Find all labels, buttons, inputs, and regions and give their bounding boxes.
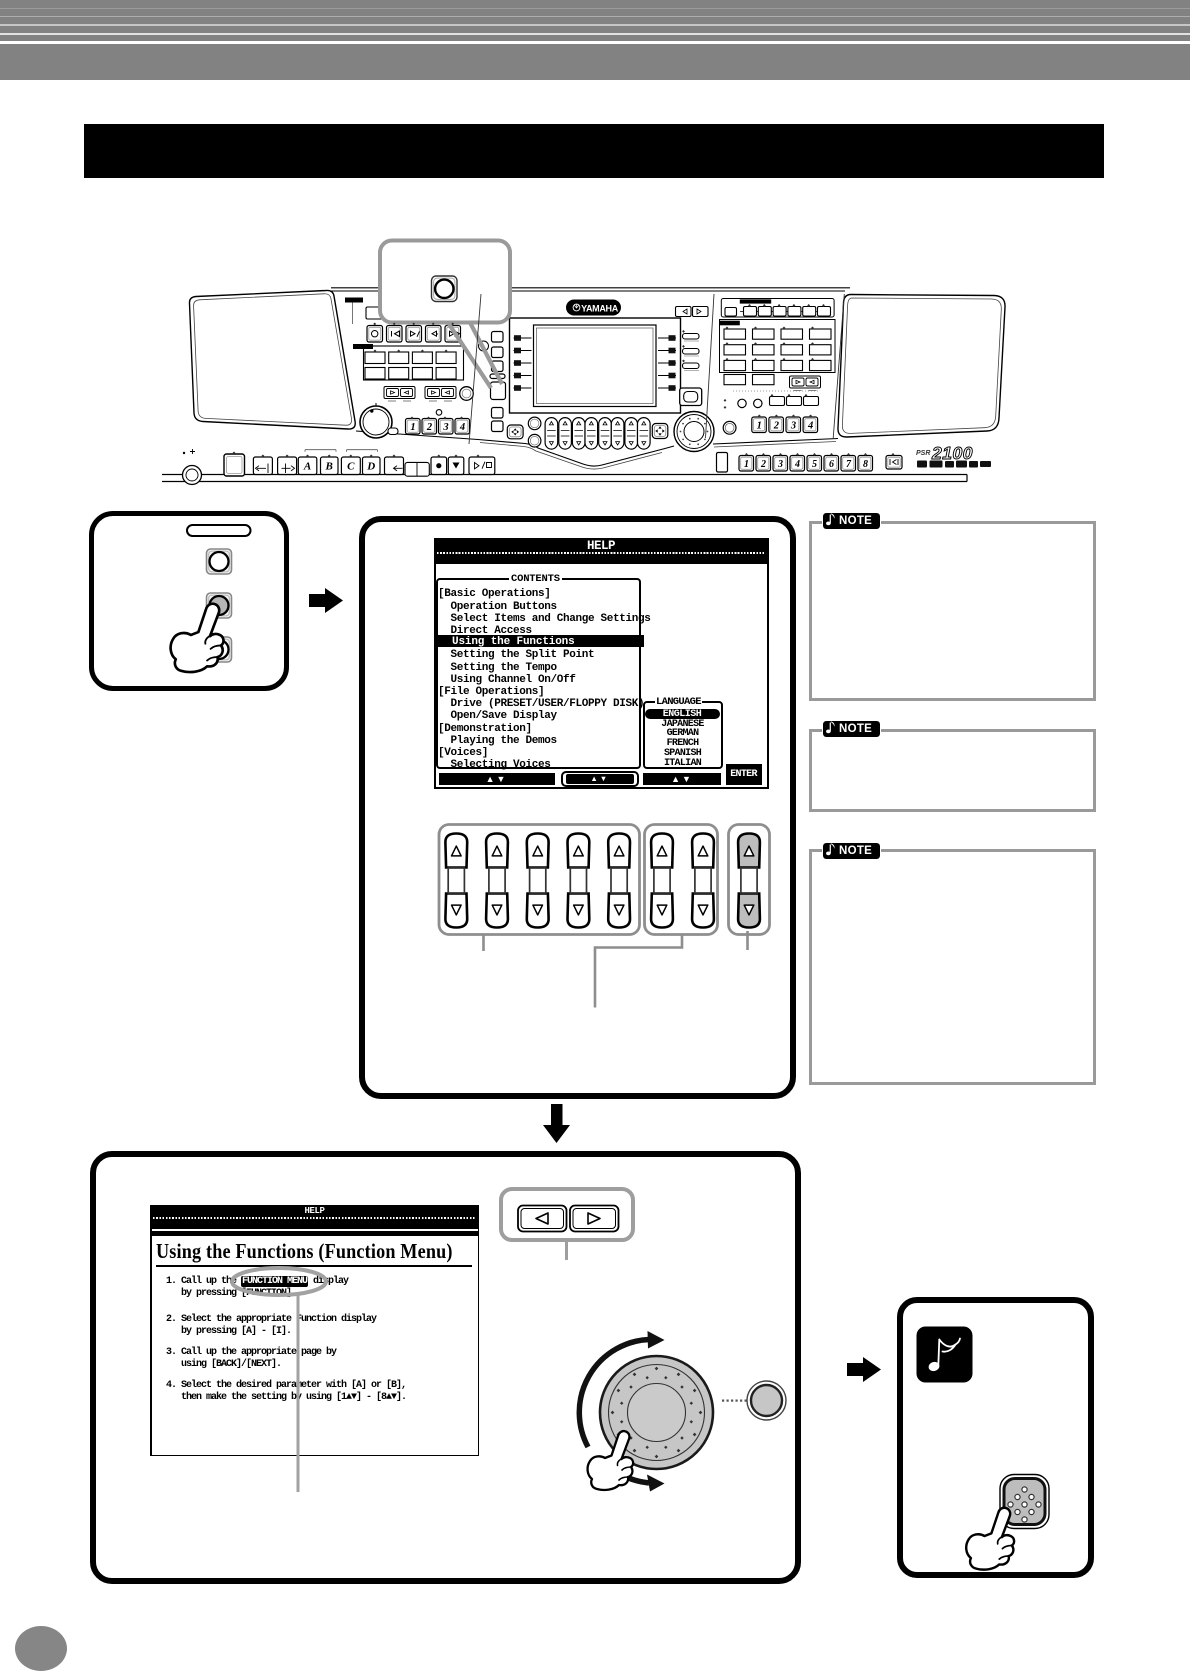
svg-text:7: 7 bbox=[846, 459, 852, 470]
svg-text:1: 1 bbox=[757, 421, 762, 432]
svg-text:YAMAHA: YAMAHA bbox=[581, 304, 619, 314]
svg-text:2: 2 bbox=[426, 422, 433, 433]
svg-text:3: 3 bbox=[777, 459, 783, 470]
svg-text:2: 2 bbox=[760, 459, 766, 470]
svg-text:8: 8 bbox=[863, 459, 868, 470]
svg-text:5: 5 bbox=[812, 459, 817, 470]
svg-text:C: C bbox=[347, 461, 355, 473]
svg-text:1: 1 bbox=[410, 422, 415, 433]
svg-text:6: 6 bbox=[829, 459, 834, 470]
svg-text:3: 3 bbox=[790, 421, 796, 432]
svg-text:4: 4 bbox=[807, 421, 813, 432]
svg-text:D: D bbox=[366, 461, 375, 473]
svg-text:A: A bbox=[303, 461, 311, 473]
svg-text:4: 4 bbox=[794, 459, 800, 470]
svg-text:PSR: PSR bbox=[916, 450, 930, 457]
svg-text:4: 4 bbox=[459, 422, 465, 433]
svg-text:3: 3 bbox=[442, 422, 448, 433]
svg-text:B: B bbox=[325, 461, 333, 473]
svg-text:2100: 2100 bbox=[931, 443, 973, 463]
svg-text:2: 2 bbox=[773, 421, 780, 432]
svg-text:1: 1 bbox=[744, 459, 749, 470]
